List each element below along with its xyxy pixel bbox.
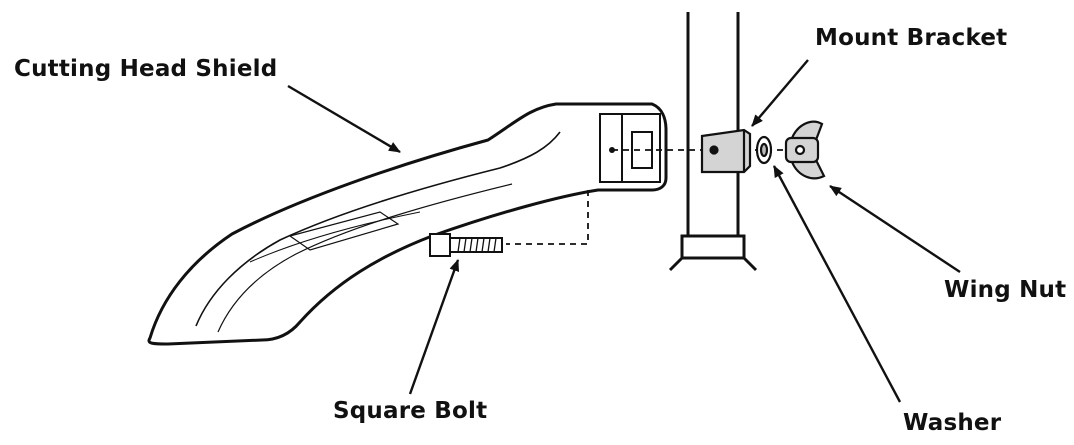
arrow-wing-nut [829,184,961,274]
label-cutting-head-shield: Cutting Head Shield [14,56,278,82]
mount-bracket [700,128,752,174]
arrow-washer [772,165,902,403]
cutting-head-shield [147,102,668,346]
washer [755,135,773,165]
arrow-square-bolt [408,259,460,395]
label-wing-nut: Wing Nut [944,277,1067,303]
arrow-mount-bracket [751,59,809,127]
trimmer-shaft [668,12,758,272]
label-mount-bracket: Mount Bracket [815,25,1008,51]
label-washer: Washer [903,410,1002,436]
label-square-bolt: Square Bolt [333,398,488,424]
arrow-cutting-head-shield [287,84,401,154]
leader-arrows [287,59,961,403]
wing-nut [784,120,826,180]
square-bolt [429,233,503,257]
